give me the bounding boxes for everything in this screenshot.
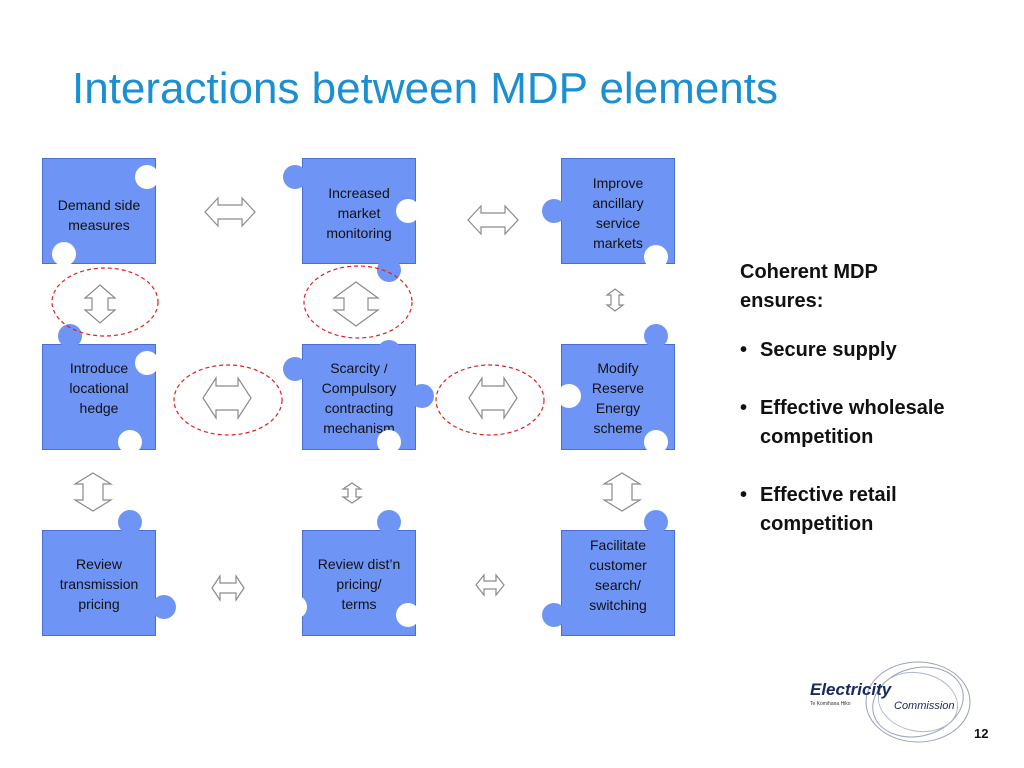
puzzle-notch <box>52 242 76 266</box>
puzzle-tab <box>377 340 401 364</box>
double-arrow-icon <box>467 204 519 236</box>
bullet: • <box>740 397 748 419</box>
puzzle-notch <box>377 430 401 454</box>
logo-maori-name: Te Komihana Hiko <box>810 701 851 707</box>
puzzle-tab <box>377 510 401 534</box>
summary-item-text: Secure supply <box>760 339 897 361</box>
box-label: Facilitate customer search/ switching <box>589 537 647 613</box>
double-arrow-icon <box>83 284 117 324</box>
double-arrow-icon <box>202 375 252 421</box>
puzzle-notch <box>557 384 581 408</box>
puzzle-notch <box>644 430 668 454</box>
summary-item: • Secure supply <box>740 336 1010 365</box>
highlight-ring <box>435 364 545 436</box>
puzzle-tab <box>410 384 434 408</box>
double-arrow-icon <box>605 288 625 312</box>
puzzle-notch <box>396 199 420 223</box>
double-arrow-icon <box>601 472 643 512</box>
summary-item: • Effective wholesale competition <box>740 394 1010 452</box>
box-label: Introduce locational hedge <box>69 360 129 416</box>
double-arrow-icon <box>475 573 505 597</box>
slide-title: Interactions between MDP elements <box>72 64 778 113</box>
bullet: • <box>740 339 748 361</box>
box-label: Scarcity / Compulsory contracting mechan… <box>321 360 397 436</box>
summary-item-text: Effective wholesale competition <box>760 397 945 448</box>
highlight-ring <box>51 267 159 337</box>
puzzle-notch <box>118 430 142 454</box>
puzzle-tab <box>644 510 668 534</box>
double-arrow-icon <box>341 482 363 504</box>
double-arrow-icon <box>204 196 256 228</box>
box-label: Review dist’n pricing/ terms <box>317 556 401 612</box>
puzzle-tab <box>118 510 142 534</box>
puzzle-notch <box>135 165 159 189</box>
puzzle-notch <box>644 245 668 269</box>
box-label: Improve ancillary service markets <box>592 175 644 251</box>
puzzle-tab <box>283 357 307 381</box>
puzzle-tab <box>644 324 668 348</box>
logo-subtitle: Commission <box>894 700 955 712</box>
puzzle-tab <box>377 258 401 282</box>
puzzle-notch <box>396 603 420 627</box>
electricity-commission-logo: Electricity Te Komihana Hiko Commission <box>806 656 976 748</box>
puzzle-tab <box>542 199 566 223</box>
double-arrow-icon <box>72 472 114 512</box>
logo-orbit-icon <box>865 661 971 743</box>
box-label: Increased market monitoring <box>326 185 392 241</box>
puzzle-notch <box>135 351 159 375</box>
double-arrow-icon <box>468 375 518 421</box>
logo-wordmark: Electricity <box>810 680 892 699</box>
box-transmission-pricing: Review transmission pricing <box>42 530 156 636</box>
puzzle-tab <box>152 595 176 619</box>
summary-heading: Coherent MDP ensures: <box>740 261 878 312</box>
page-number: 12 <box>974 726 989 741</box>
box-label: Demand side measures <box>57 197 141 233</box>
box-label: Review transmission pricing <box>59 556 139 612</box>
summary-item-text: Effective retail competition <box>760 484 897 535</box>
highlight-ring <box>303 265 413 339</box>
double-arrow-icon <box>332 281 380 327</box>
puzzle-tab <box>542 603 566 627</box>
bullet: • <box>740 484 748 506</box>
double-arrow-icon <box>211 574 245 602</box>
summary-item: • Effective retail competition <box>740 481 1010 539</box>
box-label: Modify Reserve Energy scheme <box>591 360 645 436</box>
puzzle-tab <box>283 165 307 189</box>
highlight-ring <box>173 364 283 436</box>
box-customer-switching: Facilitate customer search/ switching <box>561 530 675 636</box>
summary-panel: Coherent MDP ensures: • Secure supply • … <box>740 258 1010 568</box>
puzzle-notch <box>283 595 307 619</box>
